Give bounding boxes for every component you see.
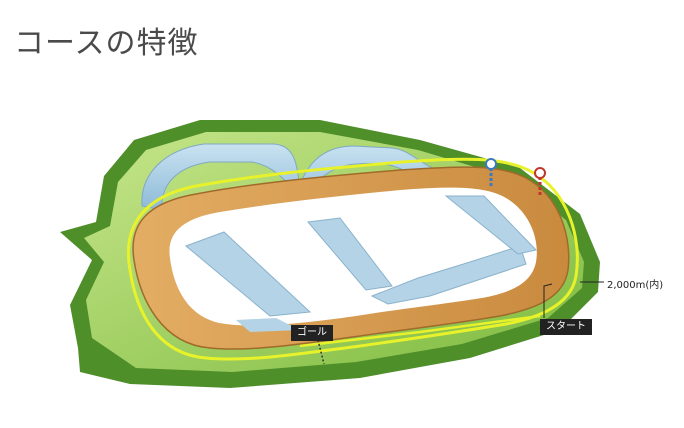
- inner-road-b: [307, 217, 393, 291]
- start-label: スタート: [540, 319, 592, 335]
- inner-road-c: [370, 245, 527, 305]
- goal-label: ゴール: [291, 325, 333, 341]
- start-leader: [543, 283, 553, 318]
- inner-road-e: [236, 318, 300, 332]
- pole-red: [534, 167, 546, 196]
- inner-road-a: [185, 231, 312, 317]
- home-straight-rail: [299, 314, 541, 348]
- pole-blue: [485, 158, 497, 188]
- inner-road-d: [444, 195, 537, 255]
- outer-rail: [127, 157, 579, 361]
- distance-label: 2,000m(内): [607, 280, 664, 291]
- page-title: コースの特徴: [14, 26, 199, 61]
- goal-marker: [317, 339, 325, 365]
